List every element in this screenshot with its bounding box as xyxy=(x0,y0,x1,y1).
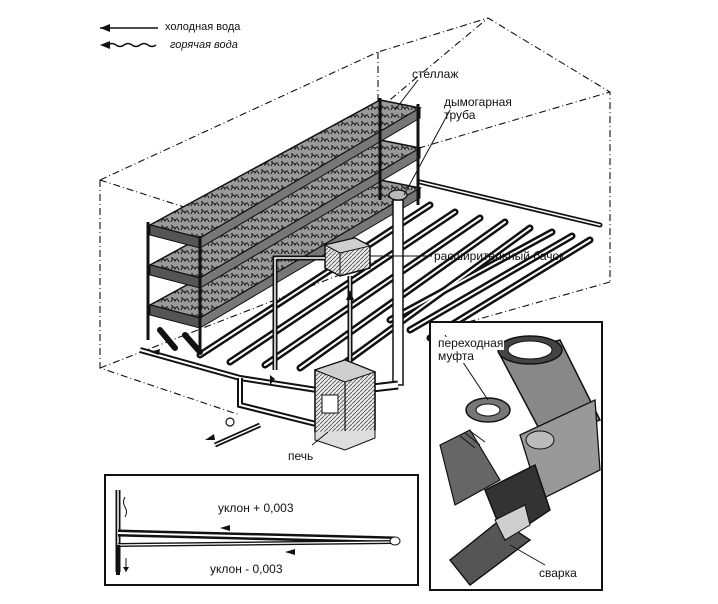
front-return-pipe xyxy=(139,347,331,448)
joint-inset xyxy=(429,321,603,591)
legend-cold-arrow xyxy=(100,24,158,32)
coupling-label-line1: переходная xyxy=(437,336,505,350)
slope-down-label: уклон - 0,003 xyxy=(209,562,284,576)
expansion-tank xyxy=(323,237,372,277)
legend-hot-label: горячая вода xyxy=(170,39,238,51)
plant-rack xyxy=(146,98,423,355)
expansion-tank-label: расширительный бачок xyxy=(434,249,565,263)
flue-pipe xyxy=(371,189,408,393)
legend-hot-arrow xyxy=(100,41,157,49)
stove-label: печь xyxy=(288,449,314,463)
leader-lines xyxy=(311,79,451,446)
flow-arrows xyxy=(150,290,354,440)
rack-label: стеллаж xyxy=(412,67,459,81)
welding-label: сварка xyxy=(538,566,578,580)
stove xyxy=(313,359,377,451)
flue-label-line1: дымогарная xyxy=(444,95,512,109)
legend-cold-label: холодная вода xyxy=(165,21,241,33)
flue-label-line2: труба xyxy=(444,108,476,122)
slope-up-label: уклон + 0,003 xyxy=(217,501,295,515)
coupling-label-line2: муфта xyxy=(437,349,475,363)
